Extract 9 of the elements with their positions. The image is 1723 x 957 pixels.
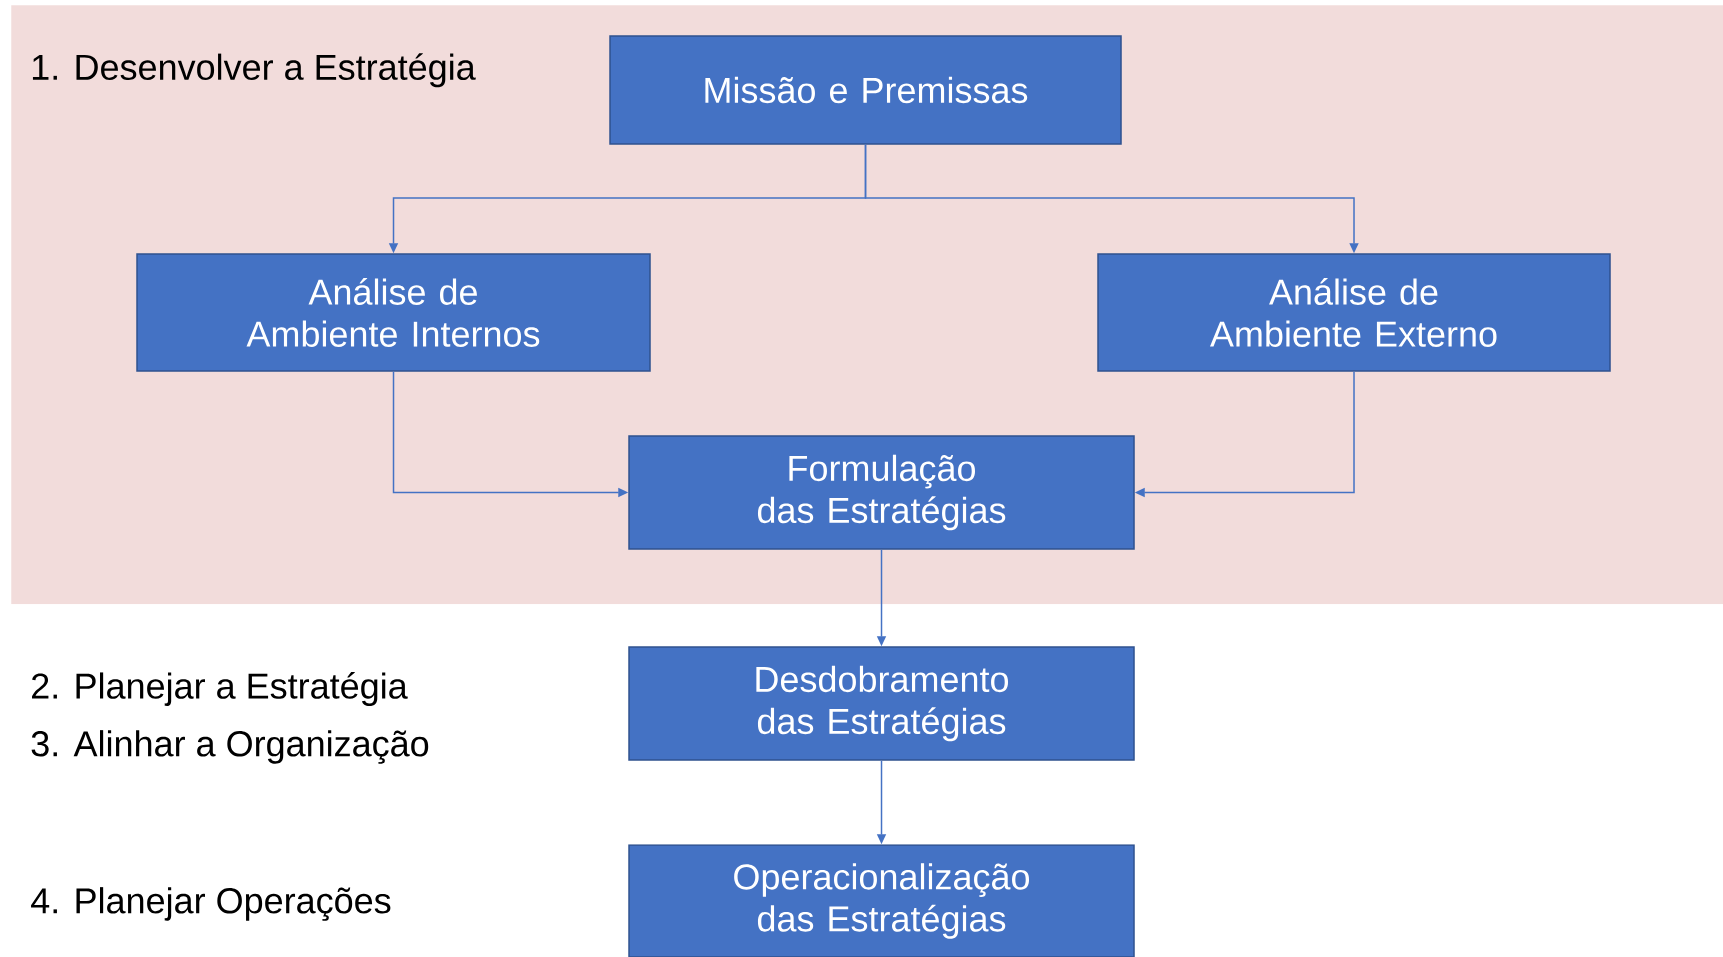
process-box: Operacionalização das Estratégias [628,844,1135,957]
process-box: Análise de Ambiente Internos [136,253,651,372]
process-box: Formulação das Estratégias [628,435,1135,550]
stage-label: 4. Planejar Operações [31,887,391,921]
process-box: Missão e Premissas [609,35,1122,145]
process-box: Desdobramento das Estratégias [628,646,1135,761]
stage-label: 3. Alinhar a Organização [31,730,429,764]
stage-label: 2. Planejar a Estratégia [32,672,408,706]
process-box: Análise de Ambiente Externo [1097,253,1611,372]
